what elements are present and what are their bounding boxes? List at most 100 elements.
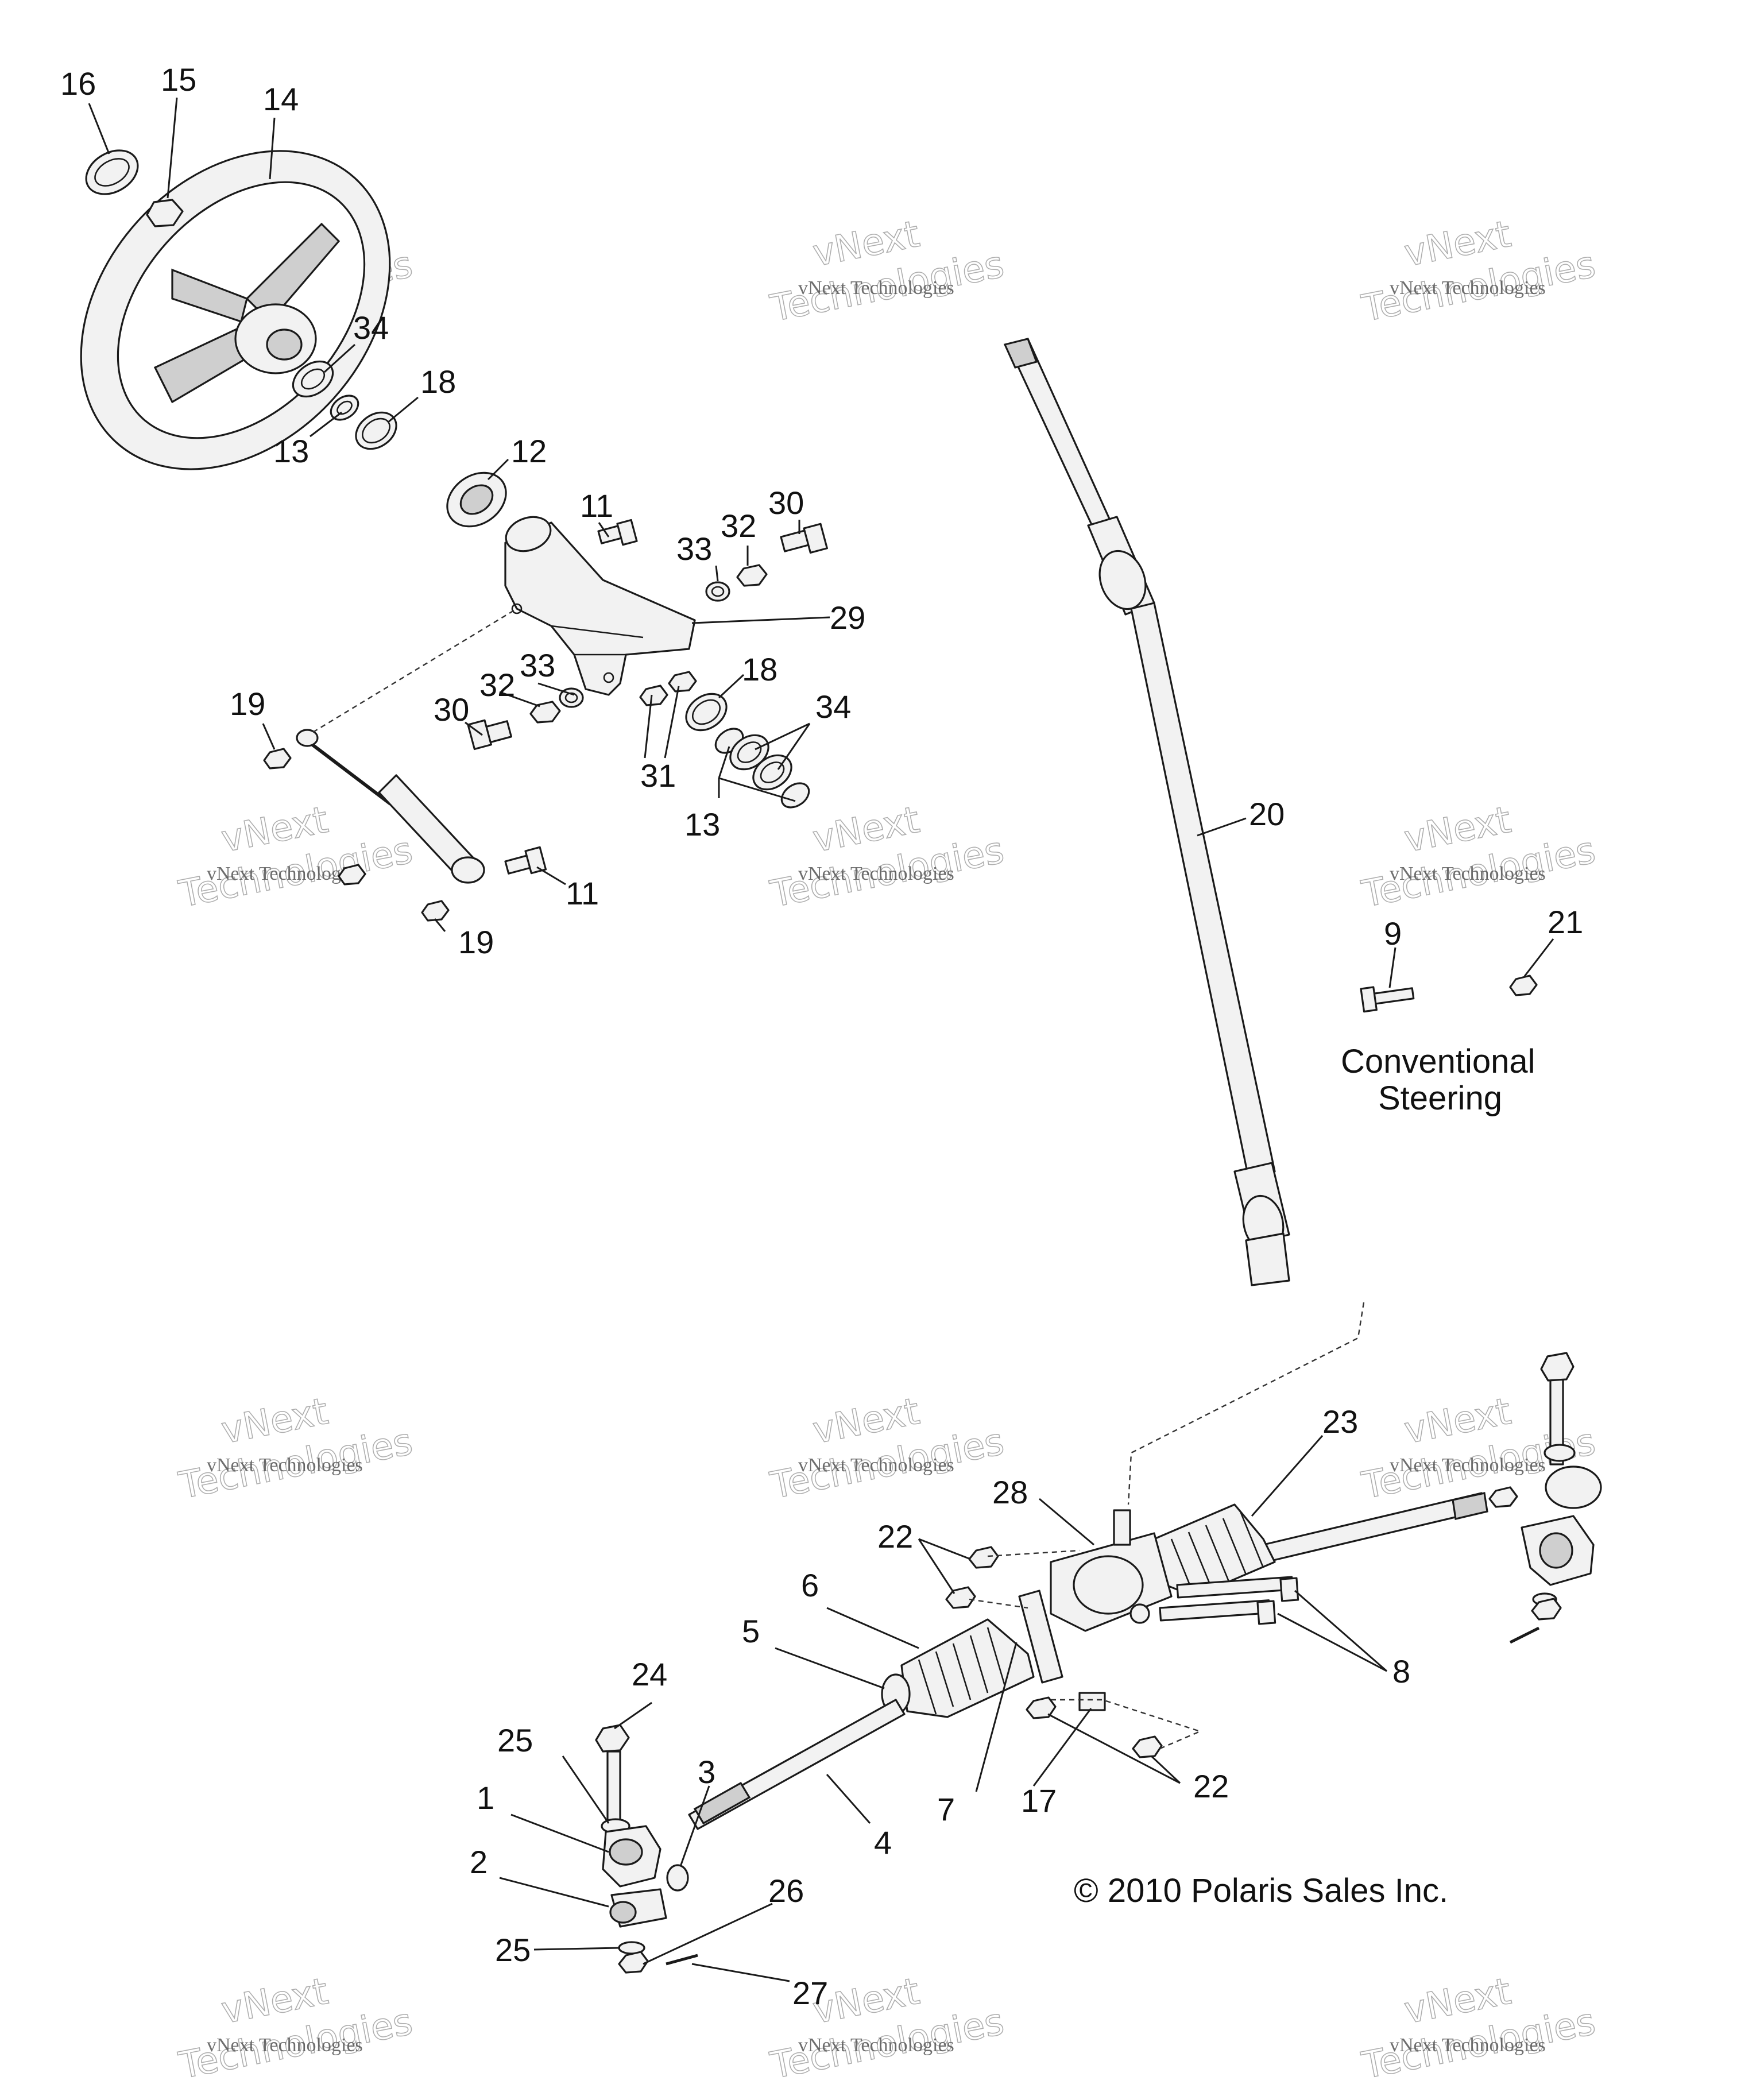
nut-15 — [146, 199, 184, 227]
watermarks: vNext Technologies vNext Technologies vN… — [175, 212, 1599, 2088]
callout-19: 19 — [458, 924, 494, 960]
nut-19-lower — [421, 900, 450, 922]
svg-text:vNext Technologies: vNext Technologies — [1390, 2035, 1546, 2056]
steering-shaft-20 — [1003, 338, 1290, 1286]
nut-10 — [338, 864, 366, 885]
bolt-11-upper — [597, 519, 638, 546]
callout-28: 28 — [992, 1474, 1028, 1510]
watermark: vNext Technologies vNext Technologies — [767, 1390, 1008, 1508]
watermark: vNext Technologies vNext Technologies — [1358, 212, 1599, 331]
callout-32: 32 — [721, 508, 756, 544]
callout-19: 19 — [230, 686, 265, 722]
bolt-30-lower — [467, 719, 512, 751]
svg-text:vNext Technologies: vNext Technologies — [798, 2035, 954, 2056]
callout-33: 33 — [520, 647, 555, 683]
callout-30: 30 — [768, 485, 804, 521]
callout-32: 32 — [479, 667, 515, 703]
copyright-notice: © 2010 Polaris Sales Inc. — [1074, 1872, 1448, 1909]
callout-3: 3 — [698, 1754, 715, 1790]
shaft-link-dashed — [1127, 1302, 1365, 1505]
bushing-18-upper — [355, 411, 397, 450]
callout-7: 7 — [937, 1791, 955, 1827]
watermark: vNext Technologies vNext Technologies — [767, 212, 1008, 331]
svg-text:vNext Technologies: vNext Technologies — [1390, 863, 1546, 884]
callout-5: 5 — [742, 1613, 760, 1649]
callout-17: 17 — [1021, 1782, 1057, 1819]
steering-post-29 — [504, 516, 696, 696]
tilt-shock — [296, 608, 517, 884]
callout-25: 25 — [497, 1722, 533, 1758]
svg-text:vNext Technologies: vNext Technologies — [1390, 1455, 1546, 1476]
callout-14: 14 — [263, 81, 299, 117]
svg-text:vNext Technologies: vNext Technologies — [207, 1455, 363, 1476]
washer-13-upper — [330, 395, 359, 421]
conventional-steering-label-1: Conventional — [1341, 1043, 1535, 1080]
cap-16 — [85, 149, 139, 195]
svg-text:vNext Technologies: vNext Technologies — [798, 863, 954, 884]
callout-23: 23 — [1322, 1403, 1358, 1440]
bearing-12 — [446, 471, 507, 528]
callout-34: 34 — [815, 689, 851, 725]
washers-13-34-lower — [714, 728, 810, 809]
callout-29: 29 — [830, 600, 865, 636]
leader-lines — [88, 97, 1554, 1982]
callout-15: 15 — [161, 61, 196, 98]
bolt-30-upper — [780, 523, 828, 554]
bolt-9 — [1360, 986, 1415, 1013]
callout-33: 33 — [676, 531, 712, 567]
callout-11: 11 — [580, 488, 613, 524]
bolt-11-lower — [504, 846, 547, 875]
callout-22: 22 — [1193, 1768, 1229, 1804]
conventional-steering-label-2: Steering — [1378, 1080, 1502, 1117]
nuts-31 — [639, 671, 697, 706]
callout-11: 11 — [566, 875, 599, 911]
mount-dashed — [969, 1549, 1202, 1750]
callout-4: 4 — [874, 1824, 892, 1861]
watermark: vNext Technologies vNext Technologies — [175, 1390, 416, 1508]
rack-and-pinion-23 — [688, 1492, 1488, 1830]
washer-33-upper — [705, 581, 730, 602]
callout-21: 21 — [1548, 904, 1583, 940]
callout-26: 26 — [768, 1873, 804, 1909]
callout-13: 13 — [273, 433, 309, 469]
bushing-18-lower — [685, 693, 728, 732]
callout-1: 1 — [477, 1780, 494, 1816]
callout-30: 30 — [434, 691, 469, 728]
bolt-17 — [1078, 1692, 1106, 1711]
callout-22: 22 — [877, 1518, 913, 1555]
callout-18: 18 — [742, 651, 777, 687]
callout-18: 18 — [420, 364, 456, 400]
callout-34: 34 — [353, 310, 389, 346]
watermark: vNext Technologies vNext Technologies — [1358, 798, 1599, 917]
left-tie-rod-end — [595, 1724, 698, 1974]
watermark: vNext Technologies vNext Technologies — [175, 798, 416, 917]
callout-8: 8 — [1392, 1653, 1410, 1689]
svg-text:vNext Technologies: vNext Technologies — [207, 2035, 363, 2056]
callout-2: 2 — [470, 1844, 488, 1880]
nuts-22-lower — [1026, 1696, 1163, 1758]
svg-text:vNext Technologies: vNext Technologies — [798, 1455, 954, 1476]
callout-16: 16 — [60, 65, 96, 102]
callout-12: 12 — [511, 433, 547, 469]
callout-20: 20 — [1249, 796, 1285, 832]
svg-text:vNext Technologies: vNext Technologies — [207, 863, 363, 884]
watermark: vNext Technologies vNext Technologies — [1358, 1970, 1599, 2088]
callout-13: 13 — [684, 806, 720, 842]
nut-19-upper — [263, 748, 292, 769]
callout-9: 9 — [1384, 915, 1402, 952]
svg-text:vNext Technologies: vNext Technologies — [798, 277, 954, 299]
svg-text:vNext Technologies: vNext Technologies — [1390, 277, 1546, 299]
nut-21 — [1509, 975, 1538, 996]
callout-6: 6 — [801, 1567, 819, 1603]
bolts-8 — [1159, 1576, 1299, 1625]
callout-25: 25 — [495, 1932, 531, 1968]
callout-31: 31 — [640, 757, 676, 794]
callout-24: 24 — [632, 1656, 667, 1692]
callouts: 16 15 14 34 18 13 12 11 33 32 30 29 33 3… — [60, 61, 1583, 2011]
callout-27: 27 — [792, 1975, 828, 2011]
watermark: vNext Technologies vNext Technologies — [175, 1970, 416, 2088]
nut-32-upper — [736, 564, 768, 587]
nut-32-lower — [529, 701, 561, 724]
right-tie-rod-end — [1488, 1352, 1602, 1644]
